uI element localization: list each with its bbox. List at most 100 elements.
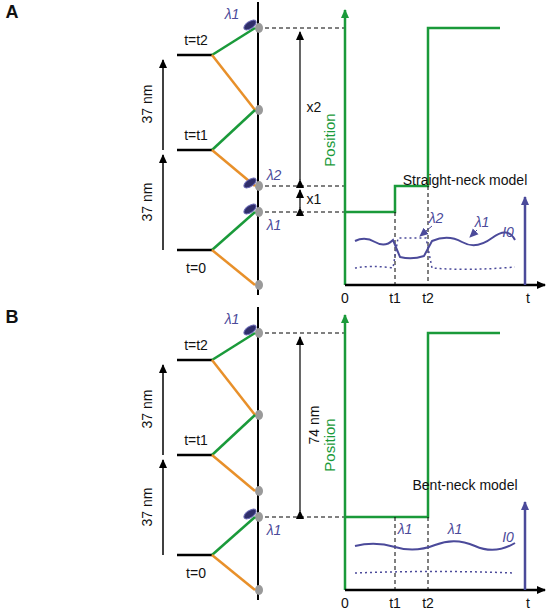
step-arrow bbox=[162, 365, 164, 455]
lead-lever bbox=[212, 415, 255, 455]
step-arrow bbox=[162, 155, 164, 250]
lead-lever bbox=[212, 110, 255, 150]
annotation: t1 bbox=[389, 595, 401, 611]
annotation: x1 bbox=[307, 191, 322, 207]
actin-filament bbox=[257, 307, 259, 600]
dimension-arrow bbox=[299, 32, 300, 180]
time-marker bbox=[395, 212, 396, 285]
probe-label: I0 bbox=[502, 224, 514, 240]
trail-lever bbox=[212, 555, 255, 590]
binding-site bbox=[255, 410, 263, 420]
binding-site bbox=[255, 280, 263, 290]
binding-site bbox=[255, 207, 263, 217]
binding-site bbox=[255, 105, 263, 115]
distance-label: 74 nm bbox=[306, 406, 322, 445]
probe-label: λ1 bbox=[267, 522, 282, 538]
probe-label: λ1 bbox=[267, 217, 282, 233]
axis-label: Position bbox=[322, 418, 338, 471]
time-marker bbox=[395, 517, 396, 590]
dimension-arrow bbox=[299, 337, 300, 511]
leader-line bbox=[470, 230, 477, 237]
axis-label: Position bbox=[322, 113, 338, 166]
annotation: t bbox=[526, 290, 530, 306]
position-axis bbox=[344, 315, 347, 590]
guide-line bbox=[265, 28, 345, 29]
intensity-axis bbox=[524, 197, 527, 285]
myosin-stalk bbox=[177, 149, 212, 152]
probe-marker bbox=[242, 507, 257, 521]
binding-site bbox=[255, 181, 263, 191]
guide-line bbox=[265, 186, 345, 187]
distance-label: 37 nm bbox=[139, 85, 155, 124]
probe-marker bbox=[242, 18, 257, 32]
probe-label: λ1 bbox=[225, 6, 240, 22]
annotation: t=t1 bbox=[184, 432, 208, 448]
probe-label: λ1 bbox=[398, 521, 413, 537]
lambda1-trace bbox=[355, 541, 515, 550]
probe-marker bbox=[242, 176, 257, 190]
intensity-axis bbox=[524, 502, 527, 590]
probe-marker bbox=[242, 202, 257, 216]
panel-letter: A bbox=[6, 2, 19, 22]
probe-label: I0 bbox=[502, 529, 514, 545]
binding-site bbox=[255, 23, 263, 33]
binding-site bbox=[255, 328, 263, 338]
annotation: t1 bbox=[389, 290, 401, 306]
annotation: t=t2 bbox=[184, 337, 208, 353]
binding-site bbox=[255, 512, 263, 522]
trail-lever bbox=[212, 55, 255, 110]
lead-lever bbox=[212, 212, 255, 250]
lead-lever bbox=[212, 333, 255, 360]
annotation: t=0 bbox=[186, 260, 206, 276]
actin-filament bbox=[257, 2, 259, 295]
step-arrow bbox=[162, 60, 164, 150]
lead-lever bbox=[212, 517, 255, 555]
myosin-stalk bbox=[177, 359, 212, 362]
guide-line bbox=[265, 212, 345, 213]
probe-label: λ1 bbox=[475, 214, 490, 230]
time-marker bbox=[428, 186, 429, 285]
annotation: x2 bbox=[307, 99, 322, 115]
distance-label: 37 nm bbox=[139, 488, 155, 527]
myosin-stalk bbox=[177, 249, 212, 252]
leader-line bbox=[420, 226, 432, 236]
probe-label: λ2 bbox=[267, 167, 282, 183]
binding-site bbox=[255, 585, 263, 595]
panel-letter: B bbox=[6, 307, 19, 327]
annotation: t=t1 bbox=[184, 127, 208, 143]
dimension-arrow bbox=[299, 190, 300, 208]
time-axis bbox=[345, 284, 545, 287]
distance-label: 37 nm bbox=[139, 390, 155, 429]
time-axis bbox=[345, 589, 545, 592]
lambda2-trace bbox=[355, 238, 515, 269]
annotation: 0 bbox=[341, 290, 349, 306]
guide-line bbox=[265, 517, 345, 518]
guide-line bbox=[265, 333, 345, 334]
myosin-stalk bbox=[177, 54, 212, 57]
myosin-stalk bbox=[177, 454, 212, 457]
probe-marker bbox=[242, 323, 257, 337]
lambda1-trace bbox=[355, 232, 515, 258]
annotation: t=0 bbox=[186, 565, 206, 581]
probe-label: λ1 bbox=[225, 311, 240, 327]
annotation: 0 bbox=[341, 595, 349, 611]
binding-site bbox=[255, 486, 263, 496]
annotation: t bbox=[526, 595, 530, 611]
lead-lever bbox=[212, 28, 255, 55]
annotation: Straight-neck model bbox=[403, 172, 528, 188]
position-axis bbox=[344, 10, 347, 285]
time-marker bbox=[428, 517, 429, 590]
annotation: Bent-neck model bbox=[412, 477, 517, 493]
annotation: t2 bbox=[422, 290, 434, 306]
myosin-stalk bbox=[177, 554, 212, 557]
distance-label: 37 nm bbox=[139, 183, 155, 222]
trail-lever bbox=[212, 455, 255, 491]
probe-label: λ1 bbox=[448, 521, 463, 537]
lambda2-trace bbox=[355, 572, 515, 574]
trail-lever bbox=[212, 250, 255, 285]
annotation: t2 bbox=[422, 595, 434, 611]
trail-lever bbox=[212, 360, 255, 415]
annotation: t=t2 bbox=[184, 32, 208, 48]
step-arrow bbox=[162, 460, 164, 555]
probe-label: λ2 bbox=[429, 210, 444, 226]
